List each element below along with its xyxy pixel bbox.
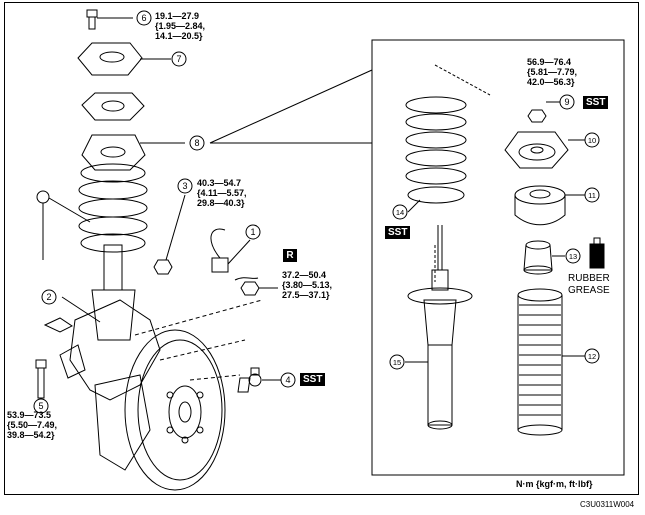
bolt-5 — [35, 359, 47, 402]
svg-text:7: 7 — [176, 54, 181, 64]
bound-stopper-13 — [523, 240, 565, 275]
svg-text:11: 11 — [588, 191, 596, 200]
dust-boot-12 — [517, 288, 585, 436]
units-label: N·m {kgf·m, ft·lbf} — [516, 479, 593, 489]
nut-3 — [153, 194, 186, 275]
strut-15 — [405, 225, 473, 430]
callout-9: 9 — [559, 94, 575, 110]
callout-8: 8 — [189, 135, 205, 151]
svg-text:14: 14 — [396, 208, 404, 217]
svg-text:12: 12 — [588, 352, 596, 361]
callout-12: 12 — [584, 348, 600, 364]
svg-text:9: 9 — [564, 97, 569, 107]
tie-rod-end-4 — [237, 367, 285, 393]
coil-spring-14 — [405, 96, 467, 213]
bolt-6 — [86, 9, 133, 30]
stabilizer-link — [36, 190, 91, 260]
replace-badge: R — [283, 249, 297, 262]
torque-6: 19.1—27.9{1.95—2.84,14.1—20.5} — [155, 11, 206, 41]
callout-15: 15 — [389, 354, 405, 370]
svg-text:13: 13 — [569, 252, 577, 261]
callout-10: 10 — [584, 132, 600, 148]
svg-text:2: 2 — [46, 292, 51, 302]
callout-2: 2 — [41, 289, 57, 305]
callout-1: 1 — [245, 224, 261, 240]
tube-label: GREASE — [582, 245, 587, 262]
diagram-frame — [4, 2, 639, 495]
sst-badge-4: SST — [300, 373, 326, 386]
callout-7: 7 — [171, 51, 187, 67]
callout-14: 14 — [392, 204, 408, 220]
torque-9: 56.9—76.4{5.81—7.79,42.0—56.3} — [527, 57, 578, 87]
sst-badge-9: SST — [583, 96, 609, 109]
callout-5: 5 — [33, 398, 49, 414]
callout-6: 6 — [136, 10, 152, 26]
svg-text:1: 1 — [250, 227, 255, 237]
svg-text:5: 5 — [38, 401, 43, 411]
coil-spring-left — [78, 163, 148, 253]
inset-box — [371, 39, 625, 476]
svg-text:4: 4 — [285, 375, 290, 385]
callout-3: 3 — [177, 178, 193, 194]
svg-text:10: 10 — [588, 136, 596, 145]
upper-mount-10 — [504, 131, 585, 169]
svg-text:8: 8 — [194, 138, 199, 148]
svg-text:6: 6 — [141, 13, 146, 23]
abs-sensor-1 — [210, 228, 259, 281]
callout-4: 4 — [280, 372, 296, 388]
mount-plate-7 — [77, 42, 171, 76]
torque-5: 53.9—73.5{5.50—7.49,39.8—54.2} — [7, 410, 58, 440]
brake-disc — [124, 329, 226, 491]
svg-text:3: 3 — [182, 181, 187, 191]
figure-code: C3U0311W004 — [580, 500, 635, 509]
sst-badge-14: SST — [385, 226, 411, 239]
callout-11: 11 — [584, 187, 600, 203]
steering-knuckle — [59, 299, 161, 401]
grease-tube-icon — [589, 237, 605, 269]
callout-13: 13 — [565, 248, 581, 264]
spring-seat-11 — [514, 185, 585, 226]
torque-3: 40.3—54.7{4.11—5.57,29.8—40.3} — [197, 178, 247, 208]
torque-1: 37.2—50.4{3.80—5.13,27.5—37.1} — [282, 270, 333, 300]
svg-text:15: 15 — [393, 358, 401, 367]
